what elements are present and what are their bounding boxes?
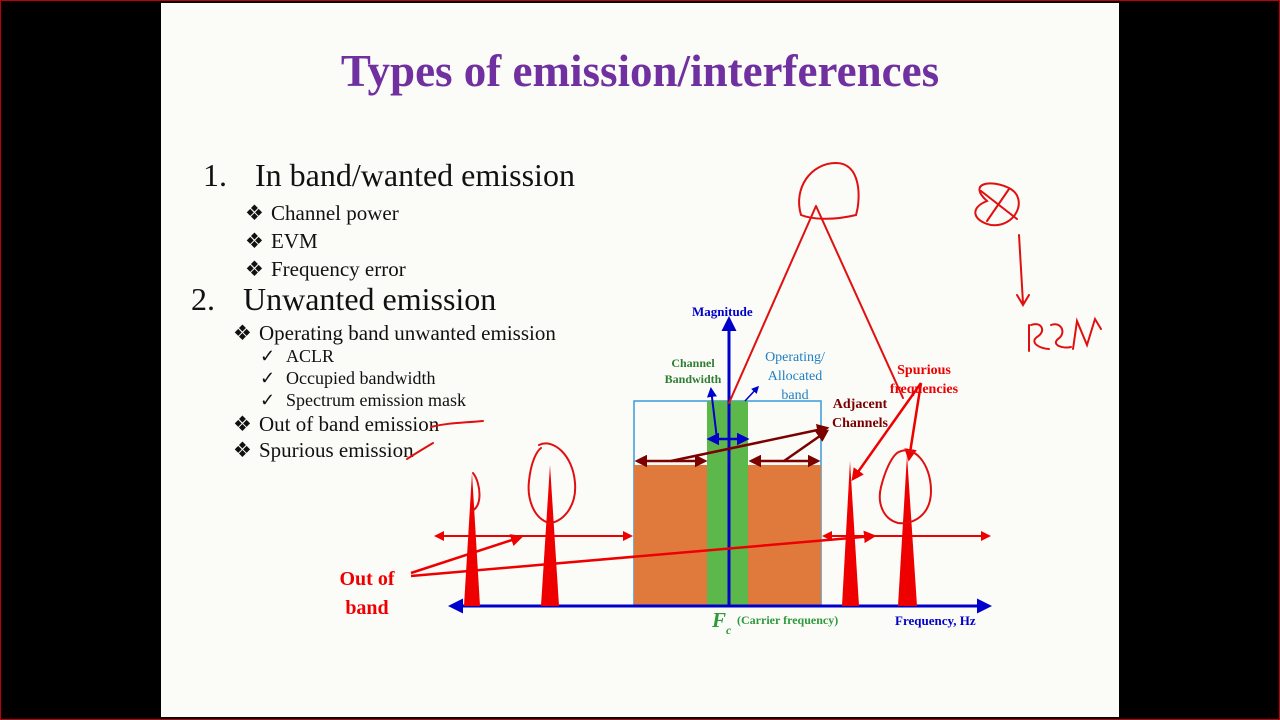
sub-item-evm: ❖ EVM <box>245 229 318 254</box>
emission-spectrum-diagram: Magnitude Frequency, Hz F c (Carrier fre… <box>340 161 1102 637</box>
diamond-bullet-icon: ❖ <box>233 321 252 345</box>
sub-item-label: Channel power <box>271 201 399 225</box>
list-item-1: 1. In band/wanted emission <box>203 157 575 194</box>
sub-item-operating-band: ❖ Operating band unwanted emission <box>233 321 556 346</box>
sub-item-channel-power: ❖ Channel power <box>245 201 399 226</box>
diamond-bullet-icon: ❖ <box>245 201 264 225</box>
list-label-in-band: In band/wanted emission <box>255 157 575 193</box>
checkmark-icon: ✓ <box>260 346 276 366</box>
list-item-2: 2. Unwanted emission <box>191 281 496 318</box>
out-of-band-spike-2 <box>541 465 559 606</box>
out-of-band-label-line1: Out of <box>340 568 395 590</box>
sub-item-label: Spurious emission <box>259 438 414 462</box>
list-number-2: 2. <box>191 281 215 317</box>
list-label-unwanted: Unwanted emission <box>243 281 497 317</box>
sub-item-label: Frequency error <box>271 257 406 281</box>
spurious-label-line1: Spurious <box>897 363 951 378</box>
sub-item-spurious: ❖ Spurious emission <box>233 438 414 463</box>
checkmark-icon: ✓ <box>260 390 276 410</box>
channel-bandwidth-label-line1: Channel <box>671 356 715 370</box>
sub-item-label: Out of band emission <box>259 412 440 436</box>
spurious-pointer-1 <box>851 382 923 482</box>
carrier-symbol: F <box>711 608 726 632</box>
frequency-label: Frequency, Hz <box>895 613 976 628</box>
sub-sub-item-occupied-bandwidth: ✓ Occupied bandwidth <box>260 368 435 389</box>
spurious-label-line2: frequencies <box>890 382 959 397</box>
handwritten-annotations <box>406 161 1102 525</box>
carrier-subscript: c <box>726 623 732 637</box>
sub-item-label: Operating band unwanted emission <box>259 321 556 345</box>
channel-bandwidth-label-line2: Bandwidth <box>665 372 722 386</box>
adjacent-channels-label-line1: Adjacent <box>833 397 888 412</box>
out-of-band-pointer-2 <box>410 530 877 578</box>
diamond-bullet-icon: ❖ <box>245 229 264 253</box>
operating-band-label-line2: Allocated <box>768 369 822 384</box>
sub-item-frequency-error: ❖ Frequency error <box>245 257 406 282</box>
sub-sub-item-aclr: ✓ ACLR <box>260 346 334 367</box>
out-of-band-spike-1 <box>464 473 480 606</box>
sub-item-label: EVM <box>271 229 318 253</box>
sub-sub-item-label: ACLR <box>286 346 335 366</box>
spurious-spike-1 <box>842 461 859 606</box>
operating-band-label-line1: Operating/ <box>765 350 825 365</box>
operating-band-label-line3: band <box>781 388 808 403</box>
adjacent-channel-right <box>748 465 821 606</box>
list-number-1: 1. <box>203 157 227 193</box>
magnitude-label: Magnitude <box>692 304 753 319</box>
adjacent-pointer-2 <box>783 429 830 463</box>
carrier-frequency-label: (Carrier frequency) <box>737 613 838 627</box>
adjacent-channel-left <box>634 465 707 606</box>
sub-item-out-of-band: ❖ Out of band emission <box>233 412 439 437</box>
sub-sub-item-sem: ✓ Spectrum emission mask <box>260 390 466 411</box>
out-of-band-pointer-1 <box>410 534 524 575</box>
adjacent-pointer-1 <box>670 423 830 463</box>
sub-sub-item-label: Spectrum emission mask <box>286 390 466 410</box>
slide: Types of emission/interferences 1. In ba… <box>161 3 1119 717</box>
operating-band-pointer <box>744 385 760 402</box>
adjacent-channels-label-line2: Channels <box>832 416 889 431</box>
checkmark-icon: ✓ <box>260 368 276 388</box>
slide-title: Types of emission/interferences <box>340 46 940 96</box>
channel-bandwidth-pointer <box>706 387 718 440</box>
diamond-bullet-icon: ❖ <box>233 438 252 462</box>
diamond-bullet-icon: ❖ <box>245 257 264 281</box>
spurious-spike-2 <box>898 455 917 606</box>
out-of-band-label-line2: band <box>345 597 388 619</box>
diamond-bullet-icon: ❖ <box>233 412 252 436</box>
spurious-pointer-2 <box>904 382 923 462</box>
sub-sub-item-label: Occupied bandwidth <box>286 368 436 388</box>
